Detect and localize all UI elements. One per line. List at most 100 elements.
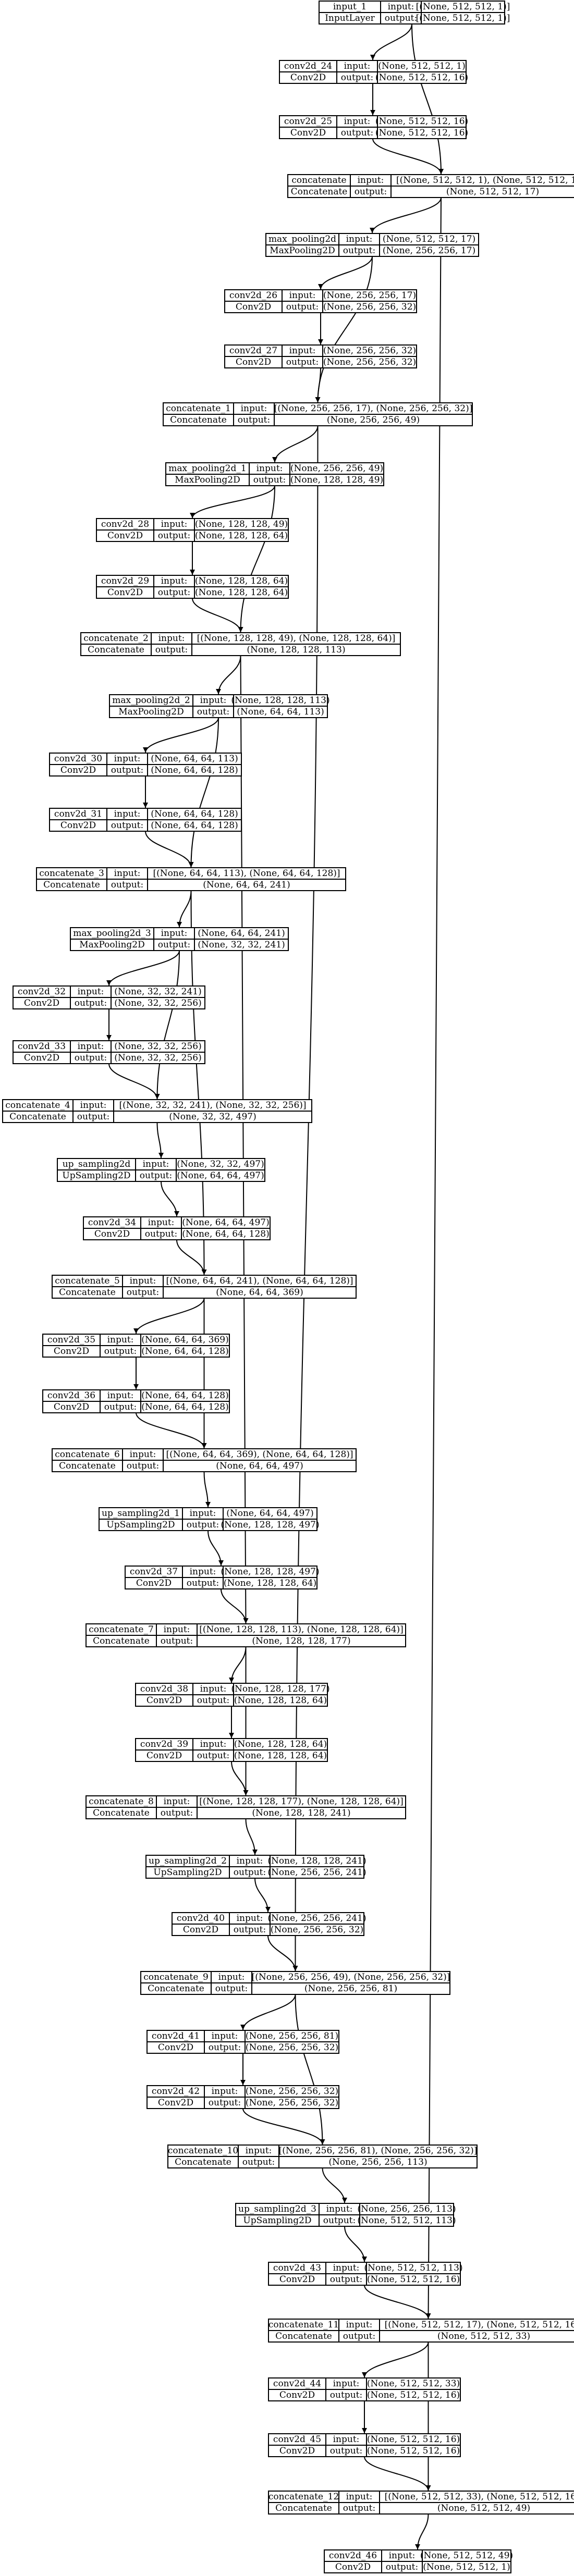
edge-conv2d_34-to-concatenate_5 xyxy=(176,1239,207,1275)
layer-node-concatenate_2: concatenate_2Concatenateinput:output:[(N… xyxy=(80,632,401,656)
input-shape: (None, 128, 128, 177) xyxy=(231,1684,329,1694)
output-shape: (None, 512, 512, 33) xyxy=(437,2331,530,2341)
output-shape: (None, 128, 128, 241) xyxy=(252,1808,350,1818)
layer-type: UpSampling2D xyxy=(153,1867,222,1878)
layer-type: Concatenate xyxy=(9,1112,66,1122)
input-label: input: xyxy=(200,1684,227,1694)
input-label: input: xyxy=(190,1567,216,1577)
input-shape: (None, 32, 32, 256) xyxy=(114,1041,202,1052)
node-cell xyxy=(163,1460,357,1472)
node-cell xyxy=(245,2041,339,2054)
output-label: output: xyxy=(104,1346,137,1357)
input-label: input: xyxy=(164,1796,190,1807)
input-shape: (None, 64, 64, 369) xyxy=(141,1335,229,1345)
node-cell xyxy=(289,474,384,486)
output-label: output: xyxy=(111,820,143,831)
input-shape: [(None, 64, 64, 241), (None, 64, 64, 128… xyxy=(166,1276,353,1286)
output-label: output: xyxy=(197,1751,229,1761)
layer-type: InputLayer xyxy=(325,13,375,23)
output-label: output: xyxy=(197,1695,229,1706)
node-cell xyxy=(176,1169,265,1182)
node-cell xyxy=(197,1635,406,1647)
node-cell xyxy=(111,997,205,1009)
output-shape: (None, 128, 128, 64) xyxy=(234,1751,327,1761)
layer-type: Conv2D xyxy=(290,72,326,83)
edge-up_sampling2d_2-to-conv2d_40 xyxy=(254,1878,271,1913)
output-shape: (None, 512, 512, 16) xyxy=(375,72,468,83)
edge-input_1-to-concatenate xyxy=(411,23,444,175)
layer-name: conv2d_34 xyxy=(88,1217,136,1228)
input-label: input: xyxy=(246,2146,272,2156)
layer-type: Conv2D xyxy=(158,2098,193,2108)
input-label: input: xyxy=(346,234,373,244)
edge-concatenate-to-max_pooling2d xyxy=(370,197,442,233)
layer-type: MaxPooling2D xyxy=(270,245,335,256)
output-shape: (None, 32, 32, 497) xyxy=(169,1112,257,1122)
layer-type: Conv2D xyxy=(94,1229,130,1239)
output-shape: (None, 256, 256, 32) xyxy=(323,302,416,312)
input-label: input: xyxy=(158,633,185,644)
input-shape: (None, 64, 64, 497) xyxy=(182,1217,270,1228)
output-shape: (None, 256, 256, 49) xyxy=(327,415,420,425)
output-label: output: xyxy=(75,1053,107,1063)
output-label: output: xyxy=(127,1461,159,1471)
layer-type: Conv2D xyxy=(290,128,326,138)
output-shape: (None, 128, 128, 49) xyxy=(290,475,383,485)
edge-max_pooling2d_2-to-conv2d_30 xyxy=(143,717,219,753)
output-shape: (None, 128, 128, 64) xyxy=(224,1578,316,1588)
layer-type: MaxPooling2D xyxy=(118,707,184,717)
output-label: output: xyxy=(158,587,190,598)
output-label: output: xyxy=(104,1402,137,1412)
output-label: output: xyxy=(234,1925,266,1935)
layer-node-concatenate_8: concatenate_8Concatenateinput:output:[(N… xyxy=(86,1795,406,1819)
input-label: input: xyxy=(78,1041,104,1052)
output-shape: (None, 512, 512, 17) xyxy=(446,187,539,197)
edge-concatenate_1-to-max_pooling2d_1 xyxy=(272,425,319,463)
layer-name: concatenate_3 xyxy=(39,868,104,879)
layer-type: Conv2D xyxy=(54,1402,89,1412)
layer-name: concatenate_7 xyxy=(89,1624,154,1635)
input-shape: [(None, 256, 256, 17), (None, 256, 256, … xyxy=(274,403,473,414)
layer-name: input_1 xyxy=(333,2,367,12)
layer-name: conv2d_32 xyxy=(18,987,66,997)
layer-name: conv2d_41 xyxy=(152,2031,200,2041)
edge-concatenate_9-to-concatenate_10 xyxy=(295,1994,325,2145)
layer-type: Conv2D xyxy=(60,820,96,831)
node-cell xyxy=(233,706,328,718)
layer-name: concatenate xyxy=(291,175,346,186)
input-label: input: xyxy=(114,868,141,879)
edge-concatenate_9-to-conv2d_41 xyxy=(240,1994,296,2030)
input-shape: (None, 128, 128, 64) xyxy=(195,576,288,586)
layer-name: conv2d_26 xyxy=(229,290,277,301)
input-shape: (None, 32, 32, 241) xyxy=(114,987,202,997)
edge-concatenate_4-to-up_sampling2d xyxy=(156,1122,164,1158)
layer-name: conv2d_40 xyxy=(177,1913,225,1924)
edge-conv2d_43-to-concatenate_11 xyxy=(364,2285,431,2319)
input-shape: (None, 256, 256, 241) xyxy=(267,1913,366,1924)
layer-type: Concatenate xyxy=(148,1983,204,1994)
layer-type: MaxPooling2D xyxy=(79,940,145,950)
layer-node-concatenate_3: concatenate_3Concatenateinput:output:[(N… xyxy=(36,867,346,891)
layer-name: max_pooling2d xyxy=(268,234,336,244)
input-label: input: xyxy=(344,116,371,127)
edge-concatenate_5-to-conv2d_35 xyxy=(133,1298,205,1334)
edge-concatenate_12-to-conv2d_46 xyxy=(415,2513,429,2550)
input-label: input: xyxy=(130,1276,156,1286)
output-shape: (None, 256, 256, 113) xyxy=(328,2157,427,2167)
node-cell xyxy=(181,1228,271,1240)
edge-max_pooling2d-to-concatenate_1 xyxy=(315,256,373,403)
output-label: output: xyxy=(341,72,373,83)
edge-max_pooling2d_3-to-conv2d_32 xyxy=(106,950,180,986)
output-label: output: xyxy=(75,998,107,1008)
input-shape: (None, 64, 64, 128) xyxy=(151,809,238,819)
edge-conv2d_33-to-concatenate_4 xyxy=(108,1063,160,1100)
output-shape: (None, 64, 64, 241) xyxy=(203,880,290,890)
layer-node-concatenate_10: concatenate_10Concatenateinput:output:[(… xyxy=(167,2144,478,2168)
layer-name: conv2d_46 xyxy=(329,2550,377,2561)
